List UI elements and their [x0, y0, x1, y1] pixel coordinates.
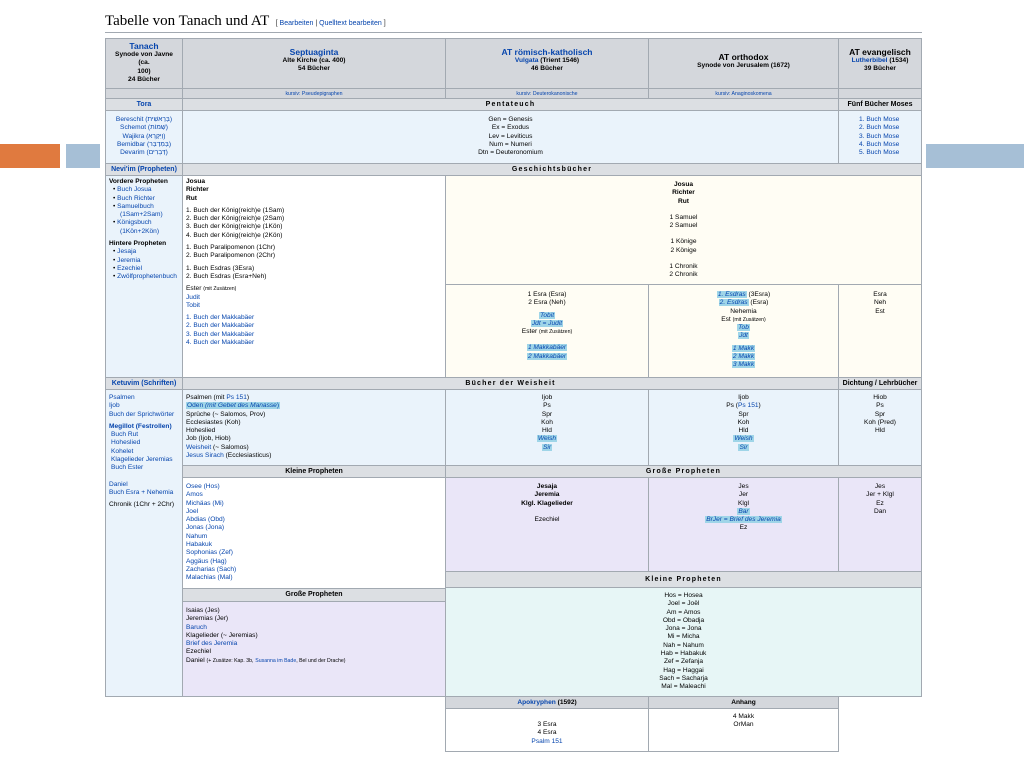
kleine-propheten-header: Kleine Propheten: [445, 571, 922, 588]
tora-hebrew-names: Bereschit (בְּרֵאשִׁית) Schemot (שְׁמוֹת…: [105, 110, 183, 164]
grosse-propheten-lxx-header: Große Propheten: [182, 588, 446, 602]
grosse-propheten-rk: Jesaja Jeremia Klgl. Klagelieder Ezechie…: [445, 477, 649, 572]
luther-mose-books: 1. Buch Mose 2. Buch Mose 3. Buch Mose 4…: [838, 110, 922, 164]
neviim-tanach-books: Vordere Propheten Buch Josua Buch Richte…: [105, 175, 183, 378]
header-septuaginta: Septuaginta Alte Kirche (ca. 400) 54 Büc…: [182, 38, 446, 89]
header-orthodox: AT orthodox Synode von Jerusalem (1672): [648, 38, 839, 89]
header-tanach: Tanach Synode von Javne (ca. 100) 24 Büc…: [105, 38, 183, 89]
kleine-propheten-list: Hos = Hosea Joel = Joël Am = Amos Obd = …: [445, 587, 922, 697]
ketuvim-tanach-books: Psalmen Ijob Buch der Sprichwörter Megil…: [105, 389, 183, 697]
kleine-propheten-lxx-list: Osee (Hos) Amos Michäas (Mi) Joel Abdias…: [182, 477, 446, 589]
page-heading: Tabelle von Tanach und AT [ Bearbeiten |…: [105, 12, 922, 33]
blue-accent-bar-left: [66, 144, 100, 168]
edit-source-link[interactable]: Quelltext bearbeiten: [319, 20, 382, 27]
grosse-propheten-orth: Jes Jer Klgl Bar BrJer = Brief des Jerem…: [648, 477, 839, 572]
vulgata-link[interactable]: Vulgata: [514, 57, 539, 64]
neviim-septuaginta-books: Josua Richter Rut 1. Buch der König(reic…: [182, 175, 446, 378]
grosse-propheten-lxx-list: Isaias (Jes) Jeremias (Jer) Baruch Klage…: [182, 601, 446, 697]
tanach-link[interactable]: Tanach: [129, 41, 159, 51]
pentateuch-abbreviations: Gen = Genesis Ex = Exodus Lev = Leviticu…: [182, 110, 839, 164]
at-rk-link[interactable]: AT römisch-katholisch: [501, 47, 593, 57]
grosse-propheten-ev: Jes Jer + Klgl Ez Dan: [838, 477, 922, 572]
apokryphen-list: 3 Esra 4 Esra Psalm 151: [445, 708, 649, 752]
neviim-rk-extra: 1 Esra (Esra) 2 Esra (Neh) Tobit Jdt = J…: [445, 284, 649, 378]
neviim-ev-extra: Esra Neh Est: [838, 284, 922, 378]
ketuvim-orth-books: Ijob Ps (Ps 151) Spr Koh Hld Weish Sir: [648, 389, 839, 466]
orange-accent-bar: [0, 144, 60, 168]
edit-links: [ Bearbeiten | Quelltext bearbeiten ]: [273, 20, 386, 27]
blue-accent-bar-right: [926, 144, 1024, 168]
header-evangelisch: AT evangelisch Lutherbibel (1534) 39 Büc…: [838, 38, 922, 89]
neviim-rk-orth-shared: Josua Richter Rut 1 Samuel 2 Samuel 1 Kö…: [445, 175, 922, 285]
septuaginta-link[interactable]: Septuaginta: [289, 47, 339, 57]
header-roemisch-katholisch: AT römisch-katholisch Vulgata (Trient 15…: [445, 38, 649, 89]
ketuvim-septuaginta-books: Psalmen (mit Ps 151) Oden (mit Gebet des…: [182, 389, 446, 466]
lutherbibel-link[interactable]: Lutherbibel: [851, 57, 888, 64]
ketuvim-ev-books: Hiob Ps Spr Koh (Pred) Hld: [838, 389, 922, 466]
edit-link[interactable]: Bearbeiten: [279, 20, 314, 27]
anhang-list: 4 Makk OrMan: [648, 708, 839, 752]
ketuvim-rk-books: Ijob Ps Spr Koh Hld Weish Sir: [445, 389, 649, 466]
neviim-orth-extra: 1. Esdras (3Esra) 2. Esdras (Esra) Nehem…: [648, 284, 839, 378]
page-title: Tabelle von Tanach und AT: [105, 13, 270, 29]
